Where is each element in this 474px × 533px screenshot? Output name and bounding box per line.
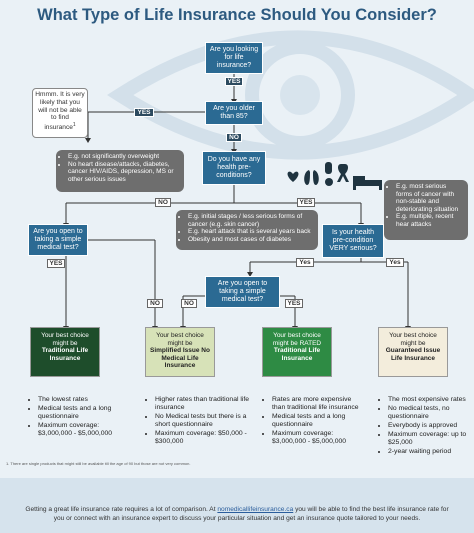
list-item: Maximum coverage: $50,000 - $300,000	[155, 430, 255, 446]
question-health: Do you have any health pre-conditions?	[202, 151, 266, 185]
list-item: The most expensive rates	[388, 396, 472, 404]
choice-traditional-name: Traditional Life Insurance	[41, 347, 89, 362]
bubble-less-serious-item: E.g. heart attack that is several years …	[188, 228, 313, 236]
no-tag-simple2: NO	[181, 299, 197, 308]
choice-rated-pre: Your best choice might be RATED	[272, 332, 322, 347]
choice-guaranteed: Your best choice might be Guaranteed Iss…	[378, 327, 448, 377]
medicine-icon	[325, 162, 332, 174]
person-icon	[325, 178, 333, 186]
no-tag-health: NO	[155, 198, 171, 207]
hmmm-note: Hmmm. It is very likely that you will no…	[32, 88, 88, 138]
list-item: 2-year waiting period	[388, 448, 472, 456]
choice-simplified-pre: Your best choice might be	[156, 332, 204, 347]
bubble-less-serious: E.g. initial stages / less serious forms…	[176, 210, 318, 250]
list-item: Maximum coverage: $3,000,000 - $5,000,00…	[272, 430, 364, 446]
list-item: The lowest rates	[38, 396, 130, 404]
yes-tag-older: YES	[134, 108, 154, 117]
footer-text-post: you will be able to find the best life i…	[53, 506, 449, 522]
list-item: No Medical tests but there is a short qu…	[155, 413, 255, 429]
medical-icons-svg	[287, 162, 382, 190]
question-simple-test-1: Are you open to taking a simple medical …	[28, 224, 88, 256]
question-very-serious: Is your health pre-condition VERY seriou…	[322, 224, 384, 258]
choice-guaranteed-name: Guaranteed Issue Life Insurance	[385, 347, 441, 362]
yes-tag-no-very: Yes	[296, 258, 314, 267]
choice-guaranteed-pre: Your best choice might be	[389, 332, 437, 347]
list-item: No medical tests, no questionnaire	[388, 405, 472, 421]
footer-text: Getting a great life insurance rate requ…	[20, 506, 454, 523]
choice-rated: Your best choice might be RATED Traditio…	[262, 327, 332, 377]
list-item: Maximum coverage: $3,000,000 - $5,000,00…	[38, 422, 130, 438]
list-simplified: Higher rates than traditional life insur…	[147, 396, 255, 447]
bubble-less-serious-item: E.g. initial stages / less serious forms…	[188, 213, 313, 228]
list-item: Maximum coverage: up to $25,000	[388, 431, 472, 447]
no-tag-older: NO	[226, 133, 242, 142]
footer-link[interactable]: nomedicallifeinsurance.ca	[217, 506, 294, 513]
choice-traditional: Your best choice might be Traditional Li…	[30, 327, 100, 377]
ribbon-icon	[337, 164, 349, 182]
footnote: 1. There are single products that might …	[6, 461, 191, 466]
question-older-85: Are you older than 85?	[205, 101, 263, 125]
bubble-not-serious: E.g. not significantly overweight No hea…	[56, 150, 184, 192]
yes-tag-simple1: YES	[47, 259, 65, 268]
page-title: What Type of Life Insurance Should You C…	[37, 6, 437, 24]
choice-rated-name: Traditional Life Insurance	[273, 347, 321, 362]
list-guaranteed: The most expensive rates No medical test…	[380, 396, 472, 457]
bubble-most-serious: E.g. most serious forms of cancer with n…	[384, 180, 468, 240]
footer-text-pre: Getting a great life insurance rate requ…	[25, 506, 218, 513]
choice-simplified-name: Simplified Issue No Medical Life Insuran…	[150, 347, 210, 370]
list-item: Everybody is approved	[388, 422, 472, 430]
yes-tag-health: YES	[297, 198, 315, 207]
list-item: Higher rates than traditional life insur…	[155, 396, 255, 412]
list-item: Medical tests and a long questionnaire	[272, 413, 364, 429]
list-traditional: The lowest rates Medical tests and a lon…	[30, 396, 130, 439]
bubble-most-serious-item: E.g. most serious forms of cancer with n…	[396, 183, 463, 213]
bubble-not-serious-item: E.g. not significantly overweight	[68, 153, 179, 161]
question-simple-test-2: Are you open to taking a simple medical …	[205, 276, 280, 308]
medical-icons	[285, 160, 383, 196]
list-item: Medical tests and a long questionnaire	[38, 405, 130, 421]
list-item: Rates are more expensive than traditiona…	[272, 396, 364, 412]
bubble-less-serious-item: Obesity and most cases of diabetes	[188, 236, 313, 244]
bubble-not-serious-item: No heart disease/attacks, diabetes, canc…	[68, 161, 179, 184]
yes-tag-simple2: YES	[285, 299, 303, 308]
hmmm-text: Hmmm. It is very likely that you will no…	[35, 91, 85, 132]
hmmm-footnote-mark: 1	[72, 122, 76, 129]
bubble-most-serious-item: E.g. multiple, recent hear attacks	[396, 213, 463, 228]
yes-tag-looking: YES	[225, 77, 243, 86]
yes-tag-very: Yes	[386, 258, 404, 267]
choice-traditional-pre: Your best choice might be	[41, 332, 89, 347]
list-rated: Rates are more expensive than traditiona…	[264, 396, 364, 447]
heart-icon	[287, 171, 299, 182]
no-tag-simple1: NO	[147, 299, 163, 308]
footer-band	[0, 478, 474, 533]
question-looking: Are you looking for life insurance?	[205, 42, 263, 74]
choice-simplified: Your best choice might be Simplified Iss…	[145, 327, 215, 377]
lungs-icon	[304, 170, 319, 185]
